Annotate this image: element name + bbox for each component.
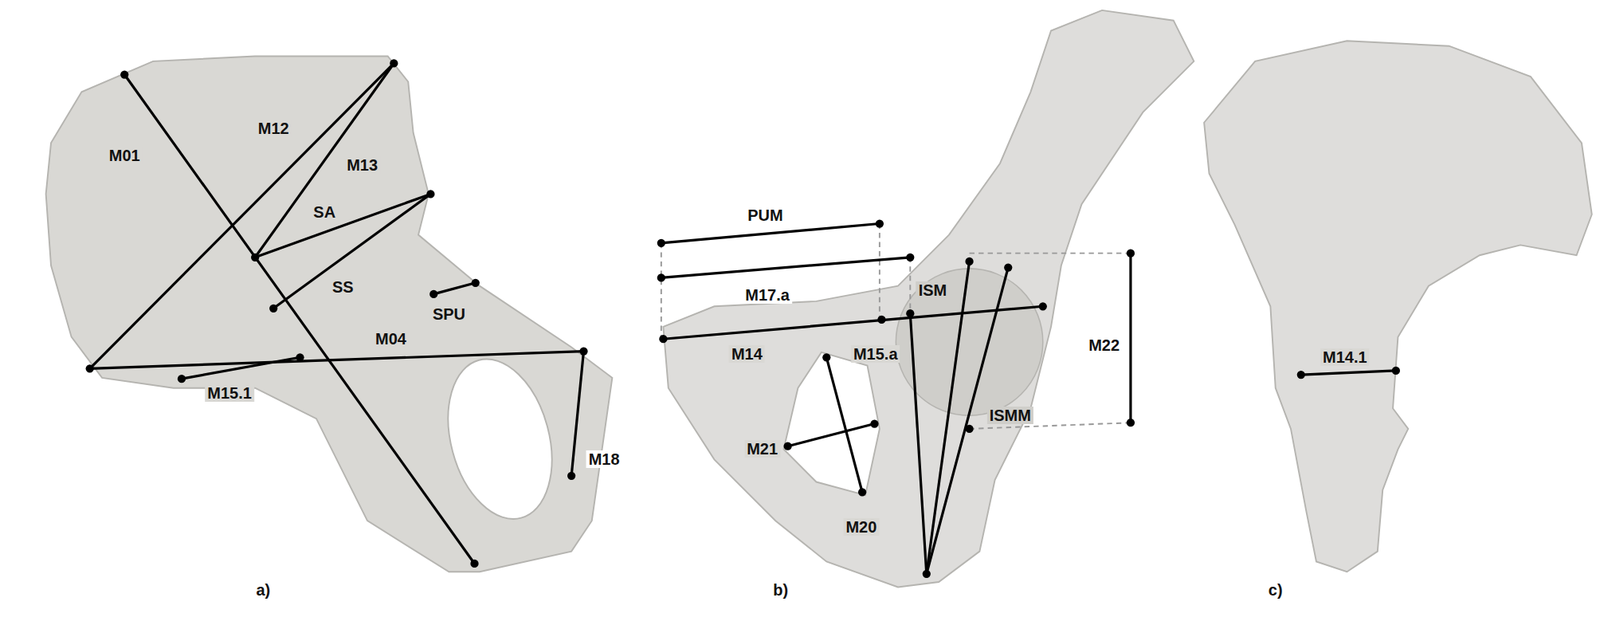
- hip-bone: [46, 56, 613, 573]
- hip-bone: [662, 10, 1194, 588]
- obturator-foramen: [784, 352, 880, 495]
- measurement-label: SS: [329, 278, 357, 296]
- bone-c: [1203, 40, 1593, 572]
- panel-letter: c): [1266, 580, 1286, 599]
- measurement-label: M14: [729, 345, 765, 363]
- measurement-label: ISMM: [987, 406, 1034, 424]
- measurement-label: M14.1: [1320, 348, 1370, 366]
- acetabulum: [895, 268, 1043, 416]
- panel-letter: b): [770, 580, 791, 599]
- measurement-label: M01: [106, 146, 143, 165]
- measurement-label: M18: [586, 450, 623, 468]
- panel-letter: a): [253, 580, 273, 599]
- dashed-guides: [661, 223, 1131, 429]
- measurement-label: M22: [1086, 336, 1122, 354]
- measurement-label: M13: [344, 156, 381, 174]
- measurement-label: M12: [255, 119, 292, 138]
- measurement-label: M20: [843, 517, 879, 536]
- measurement-label: M15.a: [850, 345, 901, 363]
- measurement-label: SPU: [430, 305, 468, 323]
- measurement-label: M17.a: [742, 286, 793, 304]
- measurement-label: ISM: [916, 281, 950, 299]
- ilium: [1203, 40, 1593, 572]
- measurement-label: M04: [372, 329, 409, 348]
- measurement-label: SA: [310, 203, 338, 221]
- measurement-label: PUM: [745, 206, 785, 224]
- bone-a: [46, 56, 613, 573]
- obturator-foramen: [431, 347, 569, 531]
- measurement-lines: [90, 62, 1397, 573]
- measurement-points: [86, 58, 1400, 578]
- bone-b: [662, 10, 1194, 588]
- measurement-label: M15.1: [204, 384, 255, 402]
- measurement-label: M21: [744, 439, 781, 458]
